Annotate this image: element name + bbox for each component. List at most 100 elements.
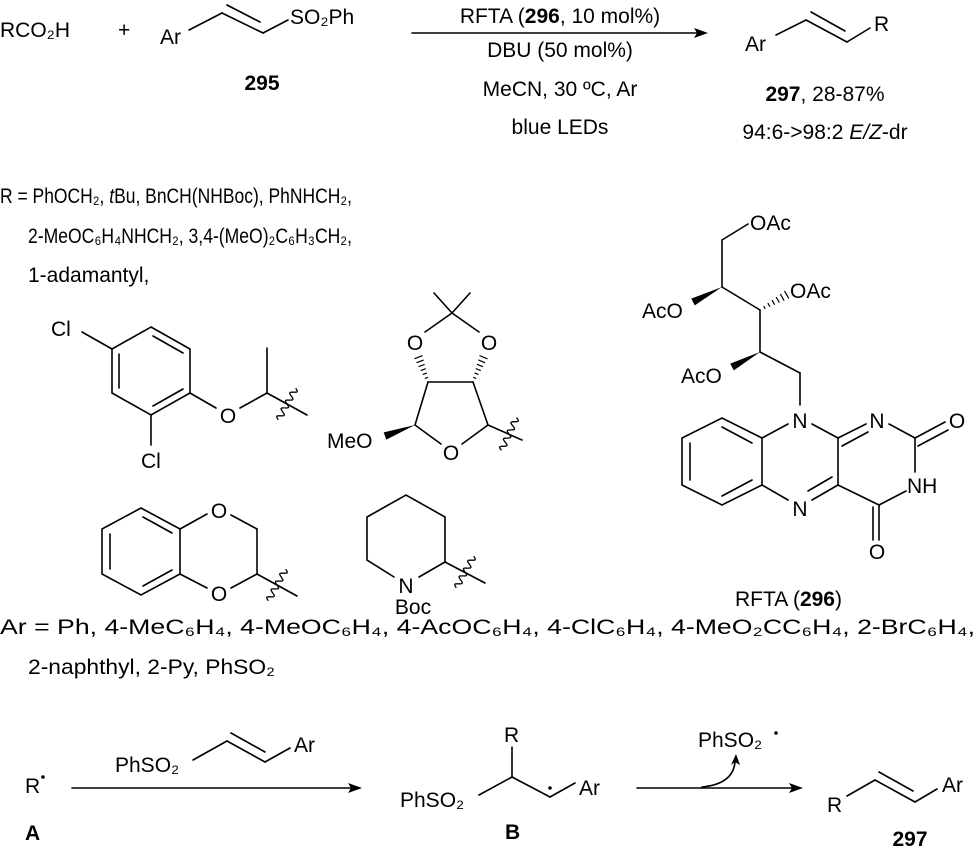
nitrogen: N (398, 575, 413, 598)
bond (549, 782, 576, 798)
tert-prefix: t (109, 185, 115, 208)
ar-groups-line-2: 2-naphthyl, 2-Py, PhSO₂ (28, 656, 275, 679)
bond (874, 779, 916, 803)
hash-mark (420, 368, 426, 372)
chlorine-top: Cl (51, 318, 71, 341)
oxygen-top: O (211, 500, 227, 523)
double-bond-inner (230, 732, 266, 753)
bond (189, 392, 217, 409)
oxygen-c2: O (949, 410, 965, 433)
nitrogen-n10: N (792, 410, 807, 433)
hash-mark (418, 363, 425, 368)
bond (811, 484, 839, 501)
hash-mark (424, 376, 429, 379)
dr-ratio: 94:6->98:2 (742, 121, 849, 144)
vinyl-sulfone-295: Ar SO₂Ph 295 (160, 4, 354, 95)
intermediate-b-r: R (504, 724, 519, 747)
aromatic-inner-bond (721, 426, 753, 444)
rfta-name: RFTA ( (735, 588, 800, 611)
aromatic-inner-bond (152, 335, 184, 354)
ar-label: Ar (160, 26, 181, 49)
aromatic-inner-bond (152, 388, 184, 407)
structure-rfta-296: OAc OAc AcO AcO N N O NH O (642, 212, 965, 611)
structure-boc-piperidine: N Boc (366, 494, 486, 619)
bond (888, 423, 916, 439)
hash-mark (763, 305, 766, 310)
hash-mark (779, 293, 785, 301)
hashed-bond (414, 355, 429, 379)
ar-label: Ar (745, 33, 766, 56)
bond (414, 381, 429, 426)
radical-dot (548, 786, 552, 790)
catalyst-compound-number: 296 (525, 5, 560, 28)
hash-mark (476, 363, 484, 368)
condition-catalyst: RFTA (296, 10 mol%) (460, 5, 660, 28)
bond (192, 740, 228, 761)
r-groups-line-2: 2-MeOC₆H₄NHCH₂, 3,4-(MeO)₂C₆H₃CH₂, (28, 225, 352, 248)
oxygen-bottom: O (211, 583, 227, 606)
boc-label: Boc (395, 596, 431, 619)
intermediate-b-phso2: PhSO₂ (400, 789, 464, 812)
methyl-bond (433, 292, 453, 314)
hash-mark (416, 359, 424, 364)
bond (424, 312, 453, 333)
oac-top: OAc (750, 212, 791, 235)
rfta-compound-number: 296 (800, 588, 835, 611)
bond (914, 788, 938, 803)
bond (179, 513, 208, 530)
wedge-bond (383, 425, 415, 440)
wavy-attachment-icon (498, 417, 520, 451)
r-groups-text: Bu, BnCH(NHBoc), PhNHCH₂, (114, 185, 352, 208)
wavy-attachment-icon (265, 568, 289, 602)
bond (230, 573, 258, 589)
hash-mark (422, 372, 427, 375)
arrow-head (694, 28, 708, 38)
bond (239, 392, 268, 409)
methyl-bond (451, 292, 471, 314)
acetonide-oxygen-left: O (407, 332, 423, 355)
bond (179, 573, 208, 589)
methoxy-label: MeO (327, 430, 373, 453)
condition-light: blue LEDs (512, 116, 609, 139)
bond (264, 747, 291, 763)
wavy-attachment-icon (453, 555, 477, 589)
bond (837, 423, 867, 439)
dr-suffix: -dr (882, 121, 908, 144)
bond (511, 776, 551, 798)
bond (81, 331, 113, 350)
condition-base: DBU (50 mol%) (487, 39, 633, 62)
bond (451, 312, 480, 333)
product-r: R (827, 794, 842, 817)
hash-mark (474, 372, 479, 376)
bond (761, 423, 789, 439)
product-number: 297 (765, 83, 800, 106)
intermediate-label-a: A (25, 822, 40, 845)
plus-sign: + (118, 19, 130, 42)
bond (846, 779, 876, 797)
hash-mark (771, 299, 776, 305)
ring-bonds (366, 494, 446, 578)
hashed-bond (763, 290, 790, 310)
wavy-attachment-icon (275, 387, 299, 421)
bond (761, 484, 789, 501)
wedge-bond (730, 352, 760, 371)
hashed-bond (473, 355, 488, 379)
bond (472, 381, 489, 426)
nitrogen-n1: N (869, 410, 884, 433)
bond (846, 27, 871, 43)
nitrogen-n5: N (792, 498, 807, 521)
attachment-bond (487, 424, 523, 441)
bond (230, 514, 258, 530)
imide-nh: NH (907, 475, 937, 498)
hash-mark (414, 355, 423, 360)
ar-groups-line-1: Ar = Ph, 4-MeC₆H₄, 4-MeOC₆H₄, 4-AcOC₆H₄,… (0, 616, 975, 639)
r-groups-text: R = PhOCH₂, (0, 185, 109, 208)
benzene-ring (101, 507, 181, 596)
structure-acetonide-furanoside: O O O MeO (327, 292, 523, 465)
double-bond-inner (878, 771, 914, 792)
double-bond-inner (226, 4, 261, 23)
product-ar: Ar (942, 774, 963, 797)
bond (414, 424, 442, 445)
acetonide-oxygen-right: O (481, 332, 497, 355)
hash-mark (473, 376, 477, 379)
